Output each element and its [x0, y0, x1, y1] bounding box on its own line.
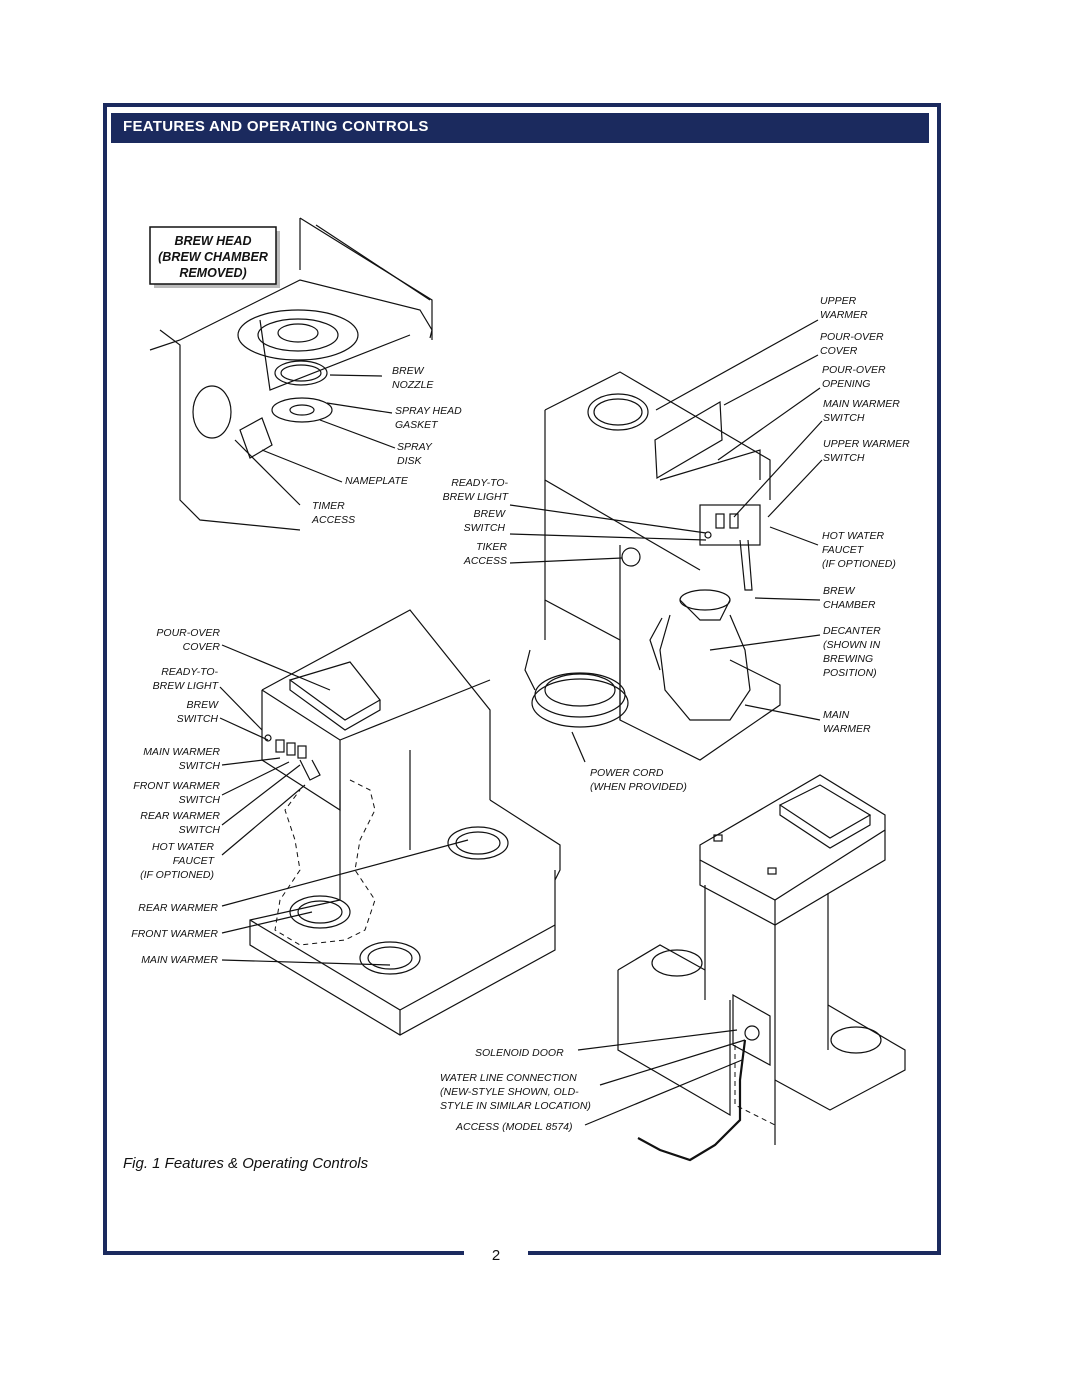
three-warmer-brewer-illustration: POUR-OVER COVER READY-TO- BREW LIGHT BRE…	[131, 609, 561, 1036]
label-upper-warmer-1: UPPER	[820, 295, 857, 307]
label-decanter-2: (SHOWN IN	[823, 639, 881, 651]
section-header: FEATURES AND OPERATING CONTROLS	[111, 113, 929, 143]
label-brew-switch-right-1: BREW	[474, 508, 507, 520]
label-main-warmer-switch-2: SWITCH	[823, 412, 865, 424]
label-main-warmer-switch-1: MAIN WARMER	[823, 398, 900, 410]
label-ready-to-brew-right-2: BREW LIGHT	[443, 491, 510, 503]
label-brew-chamber-2: CHAMBER	[823, 599, 876, 611]
label-main-warmer-right-2: WARMER	[823, 723, 871, 735]
label-pour-over-opening-2: OPENING	[822, 378, 870, 390]
label-hot-water-faucet-right-1: HOT WATER	[822, 530, 884, 542]
label-pour-over-opening-1: POUR-OVER	[822, 364, 886, 376]
label-brew-nozzle-1: BREW	[392, 365, 425, 377]
label-decanter-3: BREWING	[823, 653, 873, 665]
section-title: FEATURES AND OPERATING CONTROLS	[123, 118, 429, 135]
back-view-brewer-illustration: SOLENOID DOOR WATER LINE CONNECTION (NEW…	[440, 774, 906, 1162]
label-water-line-1: WATER LINE CONNECTION	[440, 1072, 577, 1084]
label-hot-water-faucet-right-2: FAUCET	[822, 544, 865, 556]
label-tiker-access-2: ACCESS	[463, 555, 507, 567]
label-hot-water-faucet-right-3: (IF OPTIONED)	[822, 558, 896, 570]
frame-bottom-rule-left	[103, 1251, 464, 1255]
label-rear-warmer-switch-1: REAR WARMER	[140, 810, 220, 822]
label-rear-warmer-switch-2: SWITCH	[179, 824, 221, 836]
label-main-warmer-left: MAIN WARMER	[141, 954, 218, 966]
figure-caption: Fig. 1 Features & Operating Controls	[123, 1155, 369, 1172]
label-decanter-1: DECANTER	[823, 625, 881, 637]
label-power-cord-2: (WHEN PROVIDED)	[590, 781, 687, 793]
label-main-warmer-switch-left-1: MAIN WARMER	[143, 746, 220, 758]
frame-bottom-rule-right	[528, 1251, 941, 1255]
label-hot-water-faucet-left-3: (IF OPTIONED)	[140, 869, 214, 881]
label-ready-to-brew-left-1: READY-TO-	[161, 666, 218, 678]
label-pour-over-cover-2: COVER	[820, 345, 858, 357]
label-timer-access-2: ACCESS	[311, 514, 355, 526]
label-main-warmer-switch-left-2: SWITCH	[179, 760, 221, 772]
label-solenoid-door: SOLENOID DOOR	[475, 1047, 564, 1059]
label-pour-over-cover-1: POUR-OVER	[820, 331, 884, 343]
label-spray-disk-2: DISK	[397, 455, 423, 467]
label-spray-head-gasket-2: GASKET	[395, 419, 439, 431]
label-spray-head-gasket-1: SPRAY HEAD	[395, 405, 462, 417]
label-hot-water-faucet-left-1: HOT WATER	[152, 841, 214, 853]
label-brew-switch-right-2: SWITCH	[464, 522, 506, 534]
label-access-model: ACCESS (MODEL 8574)	[455, 1121, 573, 1133]
brew-head-illustration: BREW HEAD (BREW CHAMBER REMOVED) BREW NO…	[149, 217, 462, 531]
page-frame	[103, 103, 941, 1255]
label-pour-over-cover-left-1: POUR-OVER	[156, 627, 220, 639]
label-tiker-access-1: TIKER	[476, 541, 507, 553]
label-front-warmer-switch-2: SWITCH	[179, 794, 221, 806]
label-upper-warmer-switch-2: SWITCH	[823, 452, 865, 464]
label-decanter-4: POSITION)	[823, 667, 877, 679]
label-brew-switch-left-1: BREW	[187, 699, 220, 711]
label-front-warmer: FRONT WARMER	[131, 928, 218, 940]
brew-head-title-2: (BREW CHAMBER	[158, 250, 268, 264]
label-brew-chamber-1: BREW	[823, 585, 856, 597]
label-rear-warmer: REAR WARMER	[138, 902, 218, 914]
label-power-cord-1: POWER CORD	[590, 767, 664, 779]
single-warmer-brewer-illustration: UPPER WARMER POUR-OVER COVER POUR-OVER O…	[443, 295, 910, 793]
label-water-line-3: STYLE IN SIMILAR LOCATION)	[440, 1100, 591, 1112]
label-spray-disk-1: SPRAY	[397, 441, 433, 453]
page-number: 2	[491, 1247, 501, 1264]
label-water-line-2: (NEW-STYLE SHOWN, OLD-	[440, 1086, 579, 1098]
brew-head-title-1: BREW HEAD	[174, 234, 251, 248]
label-upper-warmer-switch-1: UPPER WARMER	[823, 438, 910, 450]
label-pour-over-cover-left-2: COVER	[183, 641, 221, 653]
label-upper-warmer-2: WARMER	[820, 309, 868, 321]
brew-head-title-3: REMOVED)	[179, 266, 246, 280]
label-brew-nozzle-2: NOZZLE	[392, 379, 434, 391]
label-ready-to-brew-right-1: READY-TO-	[451, 477, 508, 489]
label-timer-access-1: TIMER	[312, 500, 345, 512]
label-nameplate: NAMEPLATE	[345, 475, 409, 487]
label-main-warmer-right-1: MAIN	[823, 709, 850, 721]
label-hot-water-faucet-left-2: FAUCET	[173, 855, 216, 867]
label-front-warmer-switch-1: FRONT WARMER	[133, 780, 220, 792]
label-brew-switch-left-2: SWITCH	[177, 713, 219, 725]
label-ready-to-brew-left-2: BREW LIGHT	[153, 680, 220, 692]
